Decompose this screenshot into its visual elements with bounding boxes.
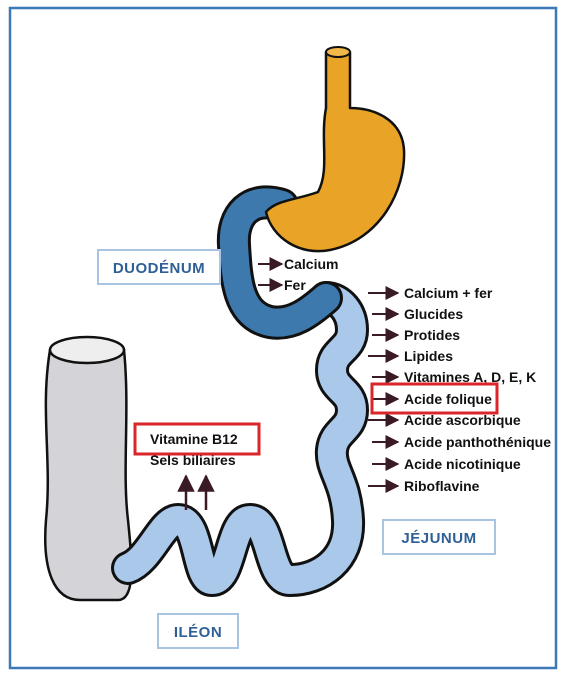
nutrient-label: Calcium <box>284 256 338 272</box>
region-label-ileon: ILÉON <box>158 614 238 648</box>
ileon-label: ILÉON <box>174 624 222 641</box>
nutrient-label: Riboflavine <box>404 478 480 494</box>
nutrient-label: Protides <box>404 327 460 343</box>
nutrient-label-highlighted: Vitamine B12 <box>150 431 238 447</box>
region-label-duodenum: DUODÉNUM <box>98 250 220 284</box>
nutrient-label: Acide nicotinique <box>404 456 521 472</box>
nutrient-label: Lipides <box>404 348 453 364</box>
nutrient-label: Calcium + fer <box>404 285 493 301</box>
nutrient-label: Acide panthothénique <box>404 434 551 450</box>
nutrient-label: Fer <box>284 277 306 293</box>
jejunum-label: JÉJUNUM <box>401 530 476 547</box>
nutrient-label-highlighted: Acide folique <box>404 391 492 407</box>
region-label-jejunum: JÉJUNUM <box>383 520 495 554</box>
duodenum-label: DUODÉNUM <box>113 260 205 277</box>
nutrient-label: Glucides <box>404 306 463 322</box>
